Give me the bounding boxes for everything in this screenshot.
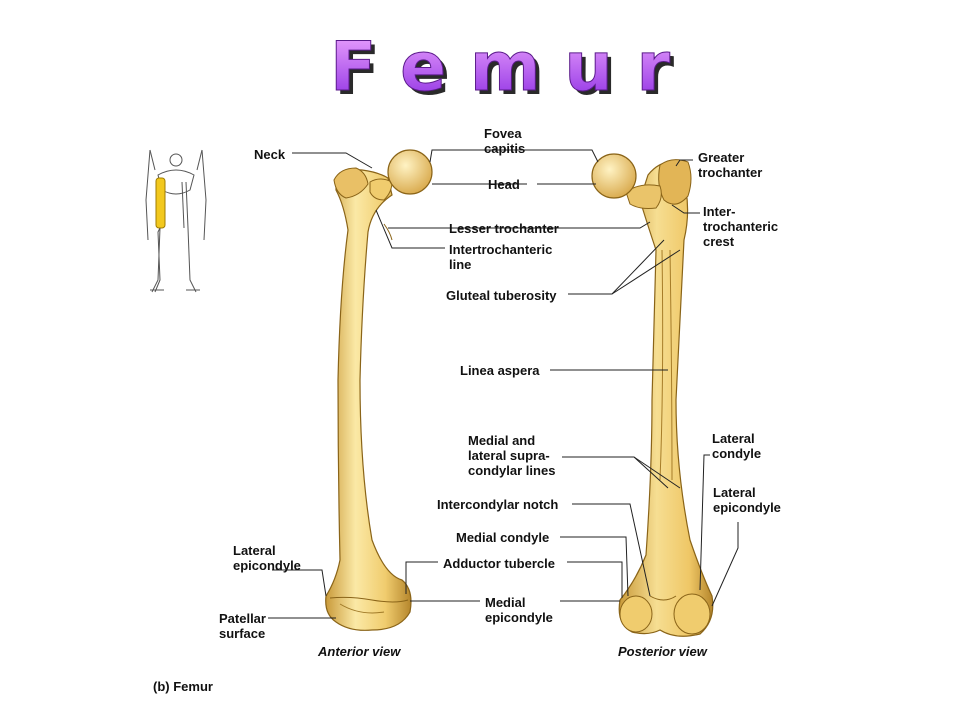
label-anterior-view: Anterior view: [318, 644, 401, 659]
label-lateral-condyle: Lateral condyle: [712, 431, 762, 461]
leader-intertrochanteric-crest: [671, 204, 700, 214]
skeleton-femur-highlight: [155, 177, 166, 229]
leader-adductor-tubercle-anterior: [405, 561, 438, 594]
label-fovea-capitis: Fovea capitis: [484, 126, 526, 156]
skeleton-skull: [169, 153, 183, 167]
label-posterior-view: Posterior view: [618, 644, 707, 659]
label-lateral-epicondyle-right: Lateral epicondyle: [713, 485, 781, 515]
leader-intercondylar-notch: [572, 503, 651, 597]
label-head: Head: [488, 177, 520, 192]
anterior-lesser-trochanter: [383, 223, 393, 241]
leader-medial-condyle: [560, 536, 629, 597]
label-supracondylar-lines: Medial and lateral supra- condylar lines: [468, 433, 556, 478]
leader-fovea-posterior: [531, 149, 599, 163]
leader-lines: [268, 149, 739, 619]
anterior-shaft: [325, 169, 412, 631]
leader-lateral-epicondyle-right: [711, 522, 739, 607]
title-text: F e m u r: [330, 28, 671, 107]
leader-intertrochanteric-line: [375, 209, 445, 249]
title-shadow: F e m u r: [334, 32, 675, 108]
label-gluteal-tuberosity: Gluteal tuberosity: [446, 288, 557, 303]
label-lateral-epicondyle-left: Lateral epicondyle: [233, 543, 301, 573]
label-intertrochanteric-crest: Inter- trochanteric crest: [703, 204, 779, 249]
skeleton-pelvis: [157, 169, 195, 195]
anterior-patellar-surface-line: [329, 596, 409, 603]
posterior-head: [591, 153, 637, 199]
skeleton-right-leg: [185, 181, 197, 293]
skeleton-left-leg: [151, 227, 161, 293]
skeleton-arms: [149, 149, 203, 171]
label-lesser-trochanter: Lesser trochanter: [449, 221, 559, 236]
label-linea-aspera: Linea aspera: [460, 363, 540, 378]
leader-fovea-anterior: [429, 149, 531, 163]
label-adductor-tubercle: Adductor tubercle: [443, 556, 555, 571]
label-medial-epicondyle: Medial epicondyle: [485, 595, 553, 625]
anterior-femur: [325, 149, 433, 631]
leader-neck: [292, 152, 373, 169]
posterior-neck: [625, 184, 662, 209]
leader-adductor-tubercle-posterior: [567, 561, 623, 598]
leader-greater-trochanter: [675, 159, 693, 167]
posterior-medial-condyle: [619, 595, 653, 633]
anterior-neck: [369, 178, 393, 201]
posterior-linea-aspera-ridge: [659, 249, 664, 481]
leader-gluteal-1: [568, 239, 665, 295]
label-greater-trochanter: Greater trochanter: [698, 150, 763, 180]
skeleton-thumbnail: [145, 149, 207, 293]
label-medial-condyle: Medial condyle: [456, 530, 550, 545]
posterior-shaft: [618, 161, 714, 637]
page-title: F e m u r F e m u r: [329, 28, 675, 108]
label-neck: Neck: [254, 147, 286, 162]
label-intertrochanteric-line: Intertrochanteric line: [449, 242, 553, 272]
posterior-femur: [591, 153, 714, 637]
leader-lesser-trochanter-posterior: [571, 221, 651, 229]
leader-gluteal-2: [611, 249, 681, 295]
label-patellar-surface: Patellar surface: [219, 611, 266, 641]
posterior-lateral-condyle: [673, 593, 711, 635]
figure-caption: (b) Femur: [153, 679, 213, 694]
label-intercondylar-notch: Intercondylar notch: [437, 497, 559, 512]
anterior-greater-trochanter: [333, 167, 369, 199]
anterior-head: [387, 149, 433, 195]
leader-lateral-epicondyle-left: [272, 569, 327, 597]
posterior-intercondylar-notch: [649, 595, 677, 601]
leader-lateral-condyle: [699, 454, 710, 591]
posterior-greater-trochanter: [658, 159, 692, 205]
leader-supracondylar-2: [633, 456, 681, 489]
